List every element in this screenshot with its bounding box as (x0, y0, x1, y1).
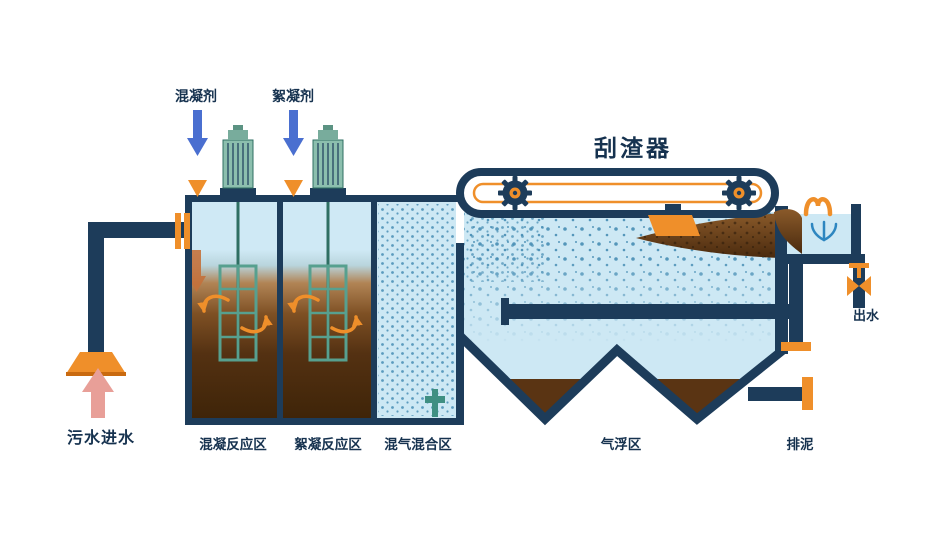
mixer-2 (308, 195, 348, 362)
coagulant-feed-funnel-icon (188, 180, 207, 197)
inlet-flow-arrow-icon (82, 368, 114, 418)
sludge-drain-label: 排泥 (786, 437, 814, 452)
zone-coagulation-label: 混凝反应区 (199, 437, 267, 452)
outlet-valve-icon (847, 263, 871, 296)
zone-air-mixing-label: 混气混合区 (384, 437, 452, 452)
tank-walls (185, 195, 464, 425)
hopper-walls (456, 332, 786, 426)
flotation-right-wall (775, 206, 788, 354)
divider-wall-2 (371, 195, 377, 425)
collection-pipe (501, 298, 796, 325)
outlet-pipe (847, 262, 871, 308)
belt-line (472, 182, 763, 204)
sludge-drain-pipe (748, 377, 813, 410)
inlet-pipe (88, 222, 190, 354)
sludge-drain-flange (802, 377, 813, 410)
flocculant-dosing-arrow-icon (283, 110, 304, 156)
scraper-conveyor (456, 168, 779, 236)
zone-flocculation-label: 絮凝反应区 (294, 437, 362, 452)
outlet-water-label: 出水 (852, 308, 880, 323)
gear-right-icon (722, 176, 756, 210)
flocculant-feed-funnel-icon (284, 180, 303, 197)
sludge-left-hopper (505, 379, 586, 416)
effluent-pipe (781, 264, 811, 351)
overflow-weir-icon (803, 197, 833, 217)
effluent-flange (781, 342, 811, 351)
motor-1-icon (220, 125, 256, 195)
coagulant-dosing-arrow-icon (187, 110, 208, 156)
divider-wall-1 (277, 195, 283, 425)
flocculant-label: 絮凝剂 (272, 88, 314, 104)
motor-2-icon (310, 125, 346, 195)
air-mixing-zone (377, 202, 456, 418)
gear-left-icon (498, 176, 532, 210)
scraper-title: 刮渣器 (594, 135, 672, 161)
raw-water-inlet-label: 污水进水 (66, 430, 136, 447)
mixer-1 (218, 195, 258, 362)
diffuser-icon (425, 389, 445, 417)
rotation-arrow-icons (197, 294, 363, 334)
coagulant-label: 混凝剂 (175, 88, 217, 104)
zone-flotation-label: 气浮区 (600, 437, 642, 452)
scum-spill (774, 209, 802, 254)
water-splash-icon (810, 220, 838, 242)
sludge-right-hopper (650, 379, 749, 416)
inlet-flange (175, 213, 190, 249)
air-zone-right-wall (456, 243, 464, 418)
scraper-blade (648, 215, 700, 236)
